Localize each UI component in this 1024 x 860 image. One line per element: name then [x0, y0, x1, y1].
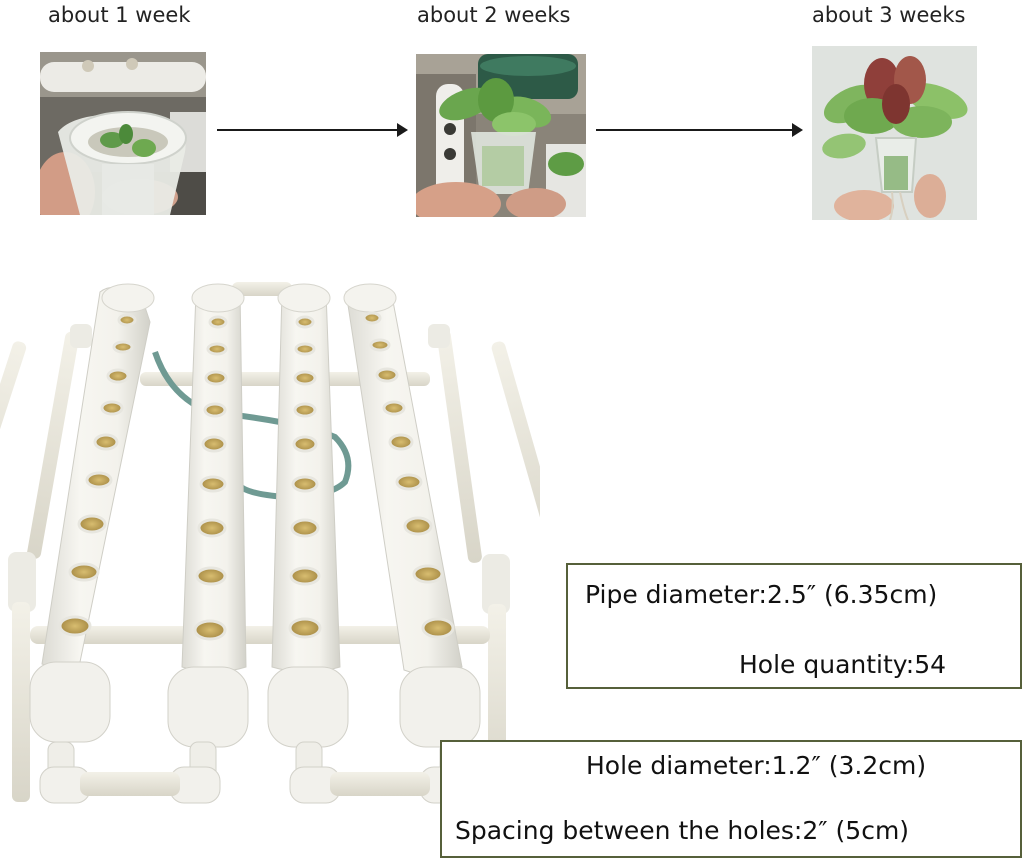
spec-box-pipe: [566, 563, 1022, 689]
stage-label-week-1: about 1 week: [48, 3, 191, 27]
seedling-week-1-photo: [40, 52, 206, 215]
seedling-week-3-photo: [812, 46, 977, 220]
stage-label-week-3: about 3 weeks: [812, 3, 966, 27]
hole-spacing-text: Spacing between the holes:2″ (5cm): [455, 816, 910, 845]
pipe-diameter-text: Pipe diameter:2.5″ (6.35cm): [585, 580, 938, 609]
progress-arrow-1: [217, 123, 408, 137]
spec-box-hole: [440, 740, 1022, 858]
hole-quantity-text: Hole quantity:54: [739, 650, 947, 679]
progress-arrow-2: [596, 123, 803, 137]
seedling-week-2-photo: [416, 54, 586, 217]
stage-label-week-2: about 2 weeks: [417, 3, 571, 27]
hydroponic-pipe-system-photo: [0, 272, 540, 812]
hole-diameter-text: Hole diameter:1.2″ (3.2cm): [586, 751, 927, 780]
